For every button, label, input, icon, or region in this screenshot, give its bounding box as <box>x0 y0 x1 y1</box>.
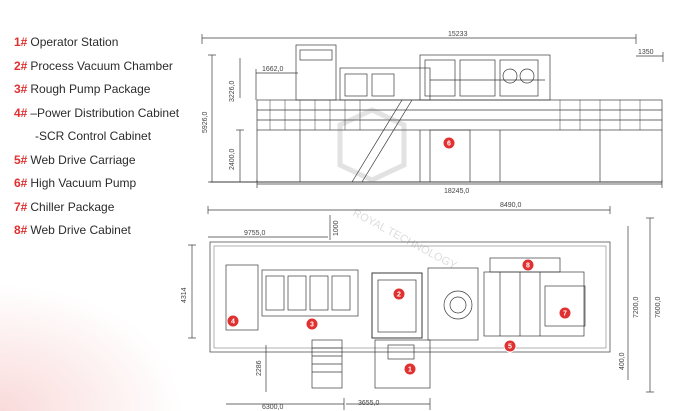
plan-dimension-labels: 8490,0 9755,0 1000 4314 7200,0 7600,0 22… <box>181 202 662 411</box>
watermark-logo: ROYAL TECHNOLOGY <box>337 107 460 272</box>
legend-label: –Power Distribution Cabinet <box>30 105 180 120</box>
legend-label: Operator Station <box>30 35 119 49</box>
elevation-dimension-labels: 15233 1350 1662,0 18245,0 3226,0 5926,0 … <box>202 31 654 195</box>
legend-item-web-drive-cabinet: 8#Web Drive Cabinet <box>14 221 204 245</box>
legend-number: 7# <box>14 199 28 214</box>
dim-right-height-inner: 7200,0 <box>633 296 640 318</box>
dim-upper-height: 3226,0 <box>229 80 236 102</box>
legend-item-operator-station: 1#Operator Station <box>14 33 204 57</box>
dim-bottom-left: 6300,0 <box>262 404 284 411</box>
watermark-text: ROYAL TECHNOLOGY <box>351 207 460 272</box>
marker-8: 8 <box>521 258 535 272</box>
legend-item-high-vacuum-pump: 6#High Vacuum Pump <box>14 174 204 198</box>
legend-item-chiller-package: 7#Chiller Package <box>14 198 204 222</box>
dim-bottom-mid: 3655,0 <box>358 400 380 407</box>
legend-item-rough-pump-package: 3#Rough Pump Package <box>14 80 204 104</box>
legend-item-process-vacuum-chamber: 2#Process Vacuum Chamber <box>14 57 204 81</box>
equipment-legend: 1#Operator Station 2#Process Vacuum Cham… <box>14 33 204 245</box>
dim-total-length: 15233 <box>448 31 468 38</box>
legend-number: 3# <box>14 82 28 96</box>
marker-3: 3 <box>305 317 319 331</box>
legend-label: Web Drive Carriage <box>30 152 136 167</box>
dim-lower-height: 2400,0 <box>229 148 236 170</box>
elevation-view <box>201 34 664 188</box>
legend-item-power-distribution-cabinet: 4#–Power Distribution Cabinet <box>14 104 204 128</box>
dim-right-height-outer: 7600,0 <box>655 296 662 318</box>
legend-number: 2# <box>14 58 28 73</box>
dim-left-height: 4314 <box>181 287 188 303</box>
svg-text:3: 3 <box>310 322 314 329</box>
marker-1: 1 <box>403 362 417 376</box>
plan-view <box>188 206 654 410</box>
dim-top-right: 8490,0 <box>500 202 522 209</box>
legend-label: Rough Pump Package <box>30 82 151 96</box>
svg-text:8: 8 <box>526 263 530 270</box>
svg-text:5: 5 <box>508 344 512 351</box>
marker-6: 6 <box>442 136 456 150</box>
legend-label: -SCR Control Cabinet <box>35 129 152 143</box>
svg-text:6: 6 <box>447 141 451 148</box>
marker-4: 4 <box>226 314 240 328</box>
dim-top-gap: 1000 <box>333 220 340 236</box>
svg-text:4: 4 <box>231 319 235 326</box>
dim-total-height: 5926,0 <box>202 111 209 133</box>
legend-number: 5# <box>14 152 28 167</box>
dim-top-left: 9755,0 <box>244 230 266 237</box>
legend-item-web-drive-carriage: 5#Web Drive Carriage <box>14 151 204 175</box>
legend-item-scr-control-cabinet: -SCR Control Cabinet <box>14 127 204 151</box>
marker-2: 2 <box>392 287 406 301</box>
marker-7: 7 <box>558 306 572 320</box>
legend-number: 8# <box>14 223 28 237</box>
legend-number: 6# <box>14 176 28 190</box>
legend-label: Web Drive Cabinet <box>30 223 131 237</box>
dim-left-offset: 1662,0 <box>262 66 284 73</box>
svg-text:2: 2 <box>397 292 401 299</box>
svg-text:1: 1 <box>408 367 412 374</box>
dim-right-offset: 1350 <box>638 49 654 56</box>
svg-text:7: 7 <box>563 311 567 318</box>
dim-base-length: 18245,0 <box>444 188 469 195</box>
legend-number: 4# <box>14 105 28 120</box>
dim-lower-left-height: 2286 <box>256 360 263 376</box>
legend-label: Chiller Package <box>30 199 115 214</box>
dim-lower-right-height: 400,0 <box>619 352 626 370</box>
legend-number: 1# <box>14 35 28 49</box>
marker-5: 5 <box>503 339 517 353</box>
legend-label: Process Vacuum Chamber <box>30 58 173 73</box>
legend-label: High Vacuum Pump <box>30 176 137 190</box>
